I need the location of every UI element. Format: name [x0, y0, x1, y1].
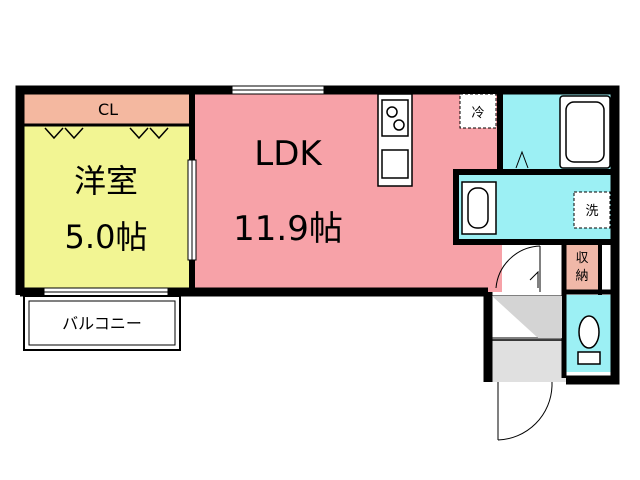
window-balcony	[43, 287, 169, 297]
storage-label-2: 納	[575, 269, 588, 284]
kitchen-counter	[377, 93, 413, 187]
window-top	[231, 85, 325, 95]
bath-door-swing	[515, 150, 529, 169]
shoe-cabinet-shade	[492, 296, 562, 338]
closet-label: CL	[98, 100, 118, 119]
hall-door	[495, 245, 541, 292]
storage-area	[566, 240, 598, 290]
ldk-name: LDK	[254, 134, 323, 174]
fridge-space	[459, 93, 497, 129]
washer-space	[573, 191, 611, 229]
ldk-size: 11.9帖	[233, 209, 343, 249]
closet-area	[20, 90, 192, 125]
wash-basin	[461, 181, 497, 235]
western-room-name: 洋室	[74, 162, 138, 200]
fridge-label: 冷	[471, 106, 484, 121]
washer-label: 洗	[585, 204, 598, 219]
entry-floor	[492, 340, 566, 382]
window-west	[187, 159, 197, 261]
entrance-door	[497, 382, 553, 441]
balcony-area	[23, 295, 181, 351]
bathtub	[559, 95, 611, 169]
balcony-inner	[28, 300, 176, 346]
toilet	[577, 315, 601, 365]
balcony-label: バルコニー	[62, 314, 142, 333]
storage-label-1: 収	[575, 251, 588, 266]
western-room-size: 5.0帖	[65, 218, 148, 256]
closet-doors	[20, 123, 192, 140]
western-room-area	[20, 125, 192, 292]
ldk-area	[192, 90, 502, 292]
